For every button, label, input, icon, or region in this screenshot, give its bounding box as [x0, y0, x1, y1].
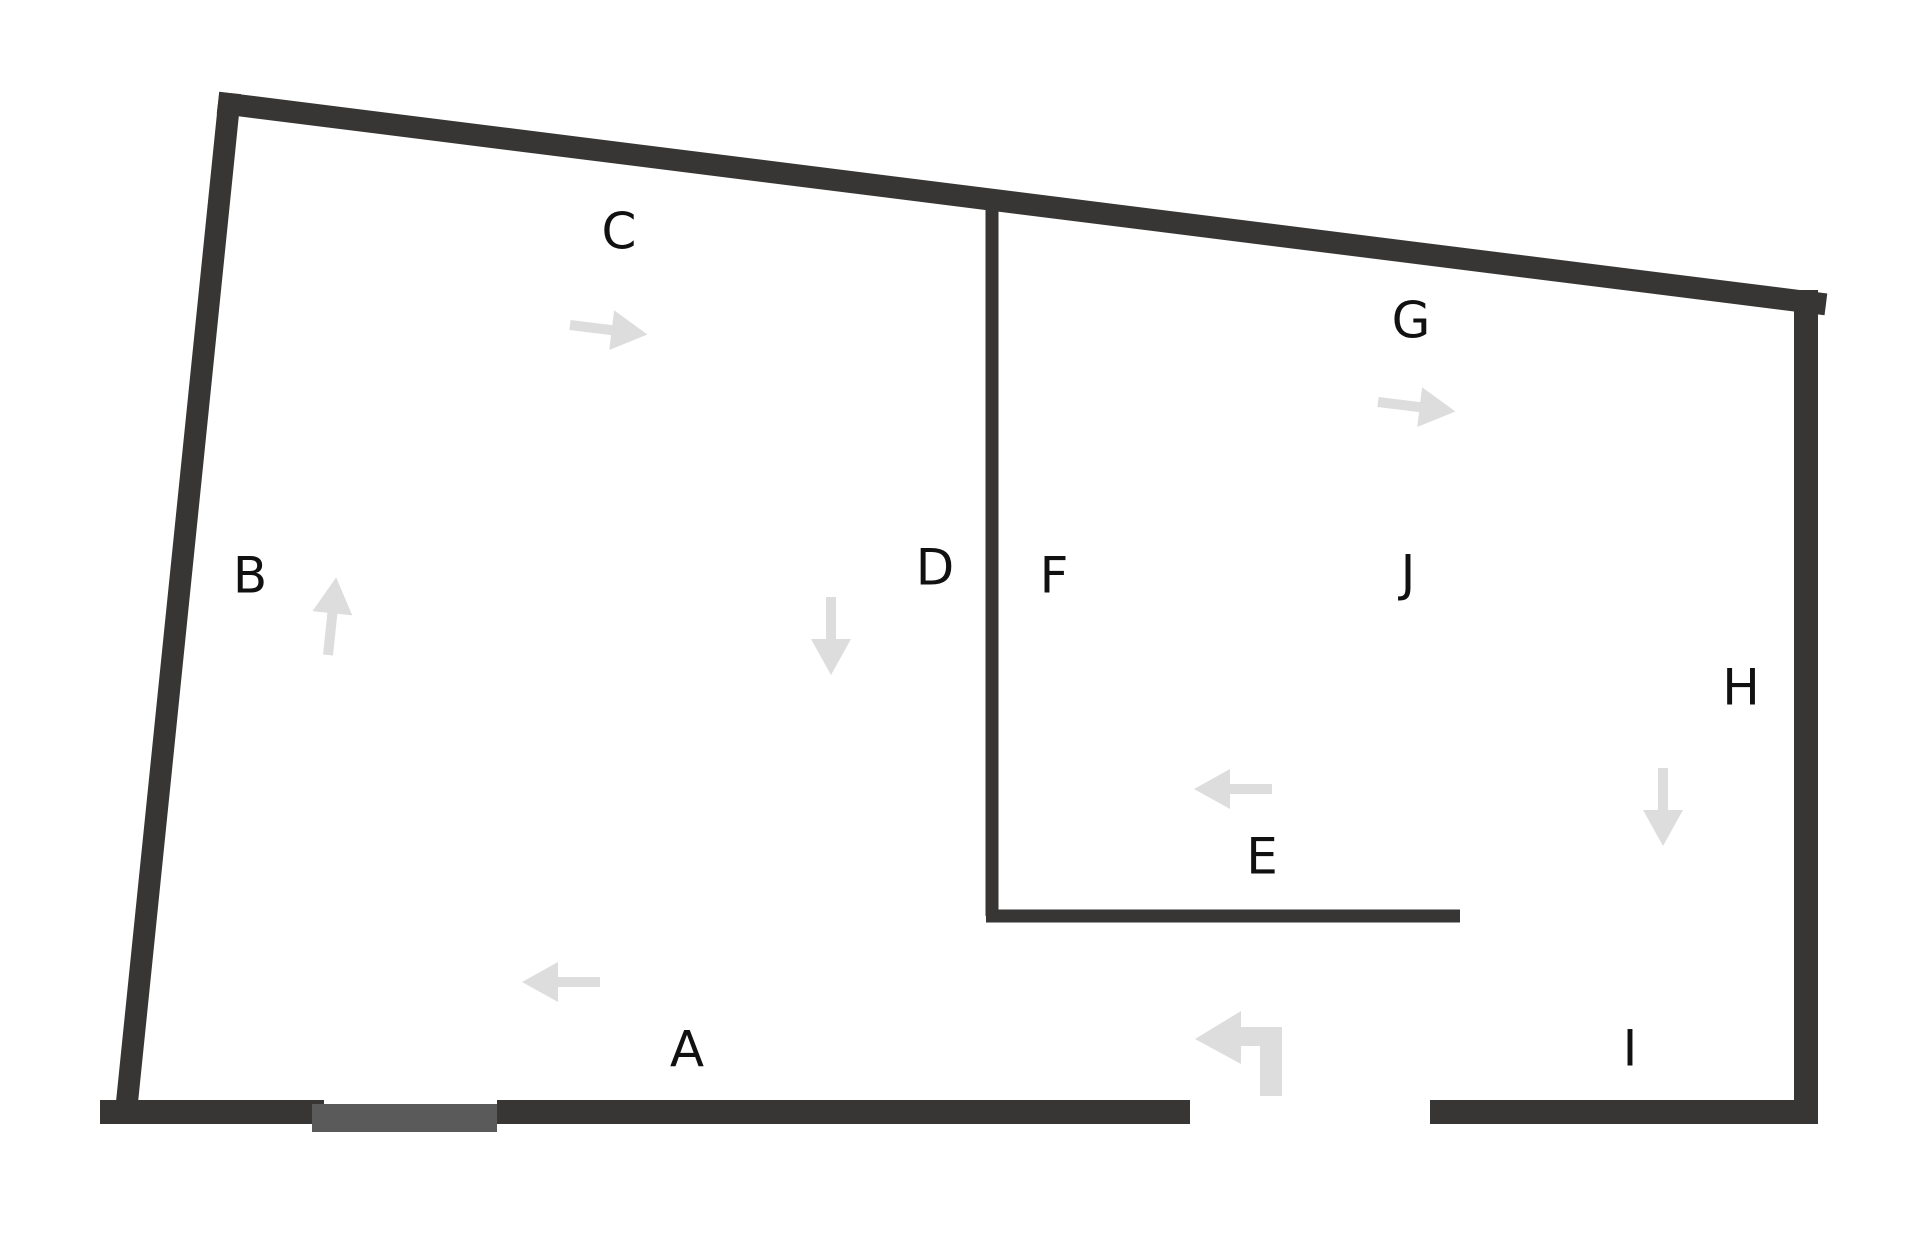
label-b: B	[233, 547, 267, 605]
wall-top-segment	[216, 91, 1828, 316]
arrow-icon	[312, 577, 353, 656]
label-h: H	[1722, 659, 1760, 717]
label-e: E	[1246, 828, 1278, 886]
wall-labels: A B C D E F G H I J	[233, 203, 1760, 1079]
label-i: I	[1623, 1020, 1638, 1078]
label-a: A	[670, 1021, 704, 1079]
turn-left-arrow-icon	[1195, 1011, 1282, 1096]
window	[312, 1104, 497, 1132]
arrow-icon	[1194, 769, 1272, 809]
direction-arrows	[312, 310, 1683, 1096]
inner-walls	[985, 204, 1460, 923]
arrow-icon	[1643, 768, 1683, 846]
outer-walls	[100, 91, 1828, 1125]
label-f: F	[1040, 547, 1069, 605]
label-j: J	[1398, 545, 1416, 603]
arrow-icon	[569, 310, 648, 350]
wall-left-segment	[113, 91, 242, 1125]
arrow-icon	[811, 597, 851, 675]
arrow-icon	[1377, 387, 1456, 427]
label-d: D	[916, 539, 955, 597]
label-g: G	[1392, 292, 1431, 350]
label-c: C	[602, 203, 637, 261]
arrow-icon	[522, 962, 600, 1002]
